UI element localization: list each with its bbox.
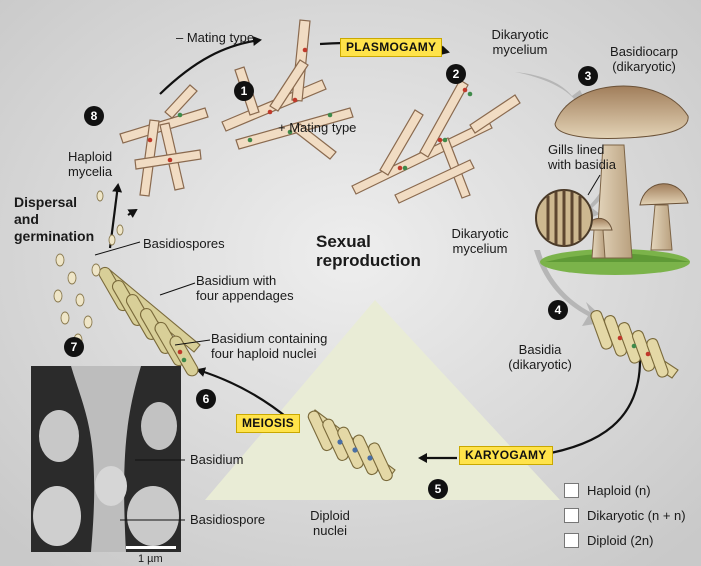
- minus-mating-type-label: – Mating type: [176, 30, 254, 45]
- legend-item-haploid: Haploid (n): [564, 478, 686, 503]
- basidium-appendages-label: Basidium with four appendages: [196, 273, 294, 303]
- haploid-mycelia-label: Haploid mycelia: [68, 149, 112, 179]
- basidium-four-nuclei-label: Basidium containing four haploid nuclei: [211, 331, 327, 361]
- step-1-marker: 1: [234, 81, 254, 101]
- step-2-marker: 2: [446, 64, 466, 84]
- legend-item-diploid: Diploid (2n): [564, 528, 686, 553]
- legend-swatch: [564, 533, 579, 548]
- karyogamy-tag: KARYOGAMY: [459, 446, 553, 465]
- legend-label: Haploid (n): [587, 483, 651, 498]
- gills-label: Gills lined with basidia: [548, 142, 616, 172]
- dispersal-label: Dispersal and germination: [14, 194, 94, 245]
- meiosis-tag: MEIOSIS: [236, 414, 300, 433]
- sexual-reproduction-label: Sexual reproduction: [316, 232, 421, 270]
- plasmogamy-tag: PLASMOGAMY: [340, 38, 442, 57]
- dikaryotic-mycelium-mid-label: Dikaryotic mycelium: [451, 226, 508, 256]
- step-5-marker: 5: [428, 479, 448, 499]
- step-4-marker: 4: [548, 300, 568, 320]
- micrograph: [31, 366, 181, 552]
- basidiospores-label: Basidiospores: [143, 236, 225, 251]
- dikaryotic-mycelium-top-label: Dikaryotic mycelium: [491, 27, 548, 57]
- basidiospore-label: Basidiospore: [190, 512, 265, 527]
- legend: Haploid (n) Dikaryotic (n + n) Diploid (…: [564, 478, 686, 553]
- legend-label: Dikaryotic (n + n): [587, 508, 686, 523]
- basidia-dikaryotic-label: Basidia (dikaryotic): [508, 342, 572, 372]
- step-6-marker: 6: [196, 389, 216, 409]
- diploid-nuclei-label: Diploid nuclei: [310, 508, 350, 538]
- legend-item-dikaryotic: Dikaryotic (n + n): [564, 503, 686, 528]
- step-3-marker: 3: [578, 66, 598, 86]
- scale-bar-label: 1 µm: [138, 552, 163, 566]
- legend-swatch: [564, 483, 579, 498]
- step-8-marker: 8: [84, 106, 104, 126]
- step-7-marker: 7: [64, 337, 84, 357]
- legend-swatch: [564, 508, 579, 523]
- basidiocarp-label: Basidiocarp (dikaryotic): [610, 44, 678, 74]
- legend-label: Diploid (2n): [587, 533, 653, 548]
- plus-mating-type-label: + Mating type: [278, 120, 356, 135]
- basidium-label: Basidium: [190, 452, 243, 467]
